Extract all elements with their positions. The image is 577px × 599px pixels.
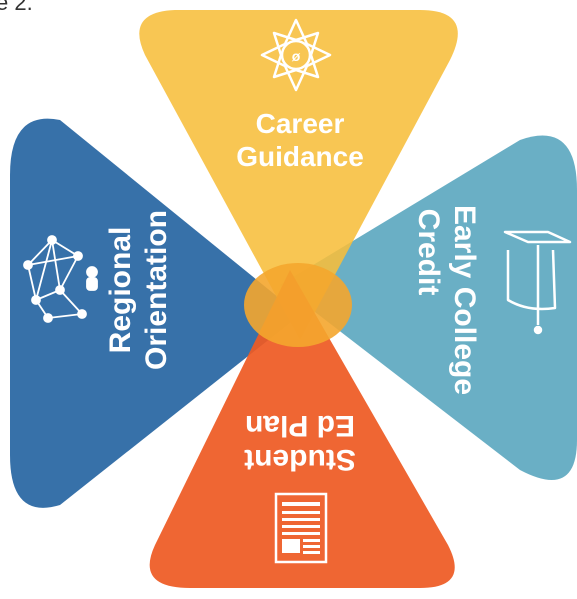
corner-caption-fragment: e 2. [0, 0, 33, 15]
petal-right-line2: Credit [412, 209, 445, 296]
svg-text:ø: ø [292, 48, 301, 64]
petal-top [139, 10, 458, 340]
petal-top-line2: Guidance [236, 141, 364, 172]
petal-right-line1: Early College [448, 205, 481, 395]
petal-bottom-line2: Ed Plan [245, 409, 355, 442]
network-people-icon [23, 235, 98, 323]
document-icon [274, 492, 328, 564]
petal-right [280, 135, 577, 481]
petal-left-line1: Regional [104, 227, 137, 354]
petal-left-line2: Orientation [140, 210, 173, 370]
compass-star-icon: ø [260, 18, 332, 92]
graduation-cap-icon [503, 230, 572, 335]
petal-top-line1: Career [256, 108, 345, 139]
petal-left [10, 118, 300, 508]
center-overlap [244, 263, 352, 347]
petal-bottom-line1: Student [244, 443, 356, 476]
petal-bottom [149, 270, 455, 588]
